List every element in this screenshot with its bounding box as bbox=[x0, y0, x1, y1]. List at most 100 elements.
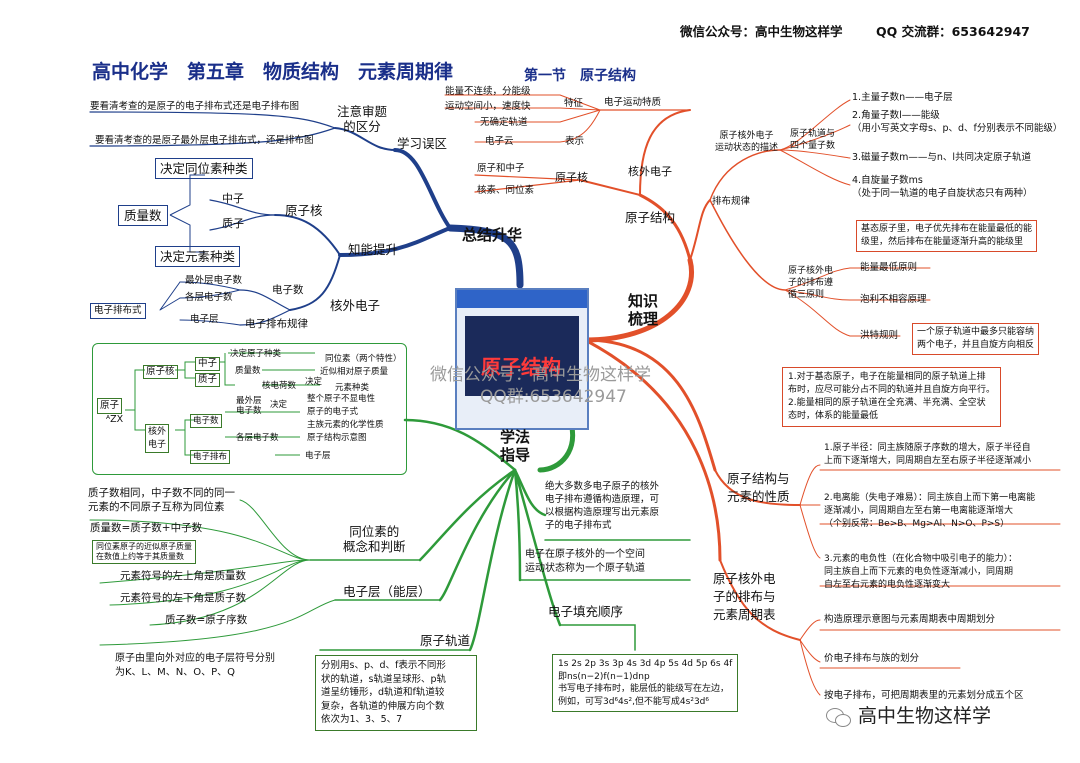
structure-q4: 4.自旋量子数ms （处于同一轨道的电子自旋状态只有两种） bbox=[852, 175, 1033, 199]
structure-hund-note: 一个原子轨道中最多只能容纳 两个电子，并且自旋方向相反 bbox=[912, 323, 1040, 355]
atom-tree-electrons: 核外 电子 bbox=[145, 424, 170, 453]
structure-lowest: 能量最低原则 bbox=[860, 262, 918, 273]
ability-kind: 决定同位素种类 bbox=[155, 158, 253, 179]
calendar-header bbox=[457, 290, 587, 308]
structure-three: 原子核外电 子的排布遵 循三原则 bbox=[788, 266, 834, 300]
atom-tree-diagram: 原子结构示意图 bbox=[307, 433, 367, 443]
structure-represent: 表示 bbox=[565, 136, 585, 147]
study-error-note2: 要看清考查的是原子最外层电子排布式，还是排布图 bbox=[95, 135, 314, 146]
method-note1: 绝大多数多电子原子的核外 电子排布遵循构造原理，可 以根据构造原理写出元素原 子… bbox=[545, 481, 660, 531]
ability-shell: 电子层 bbox=[190, 314, 219, 325]
atom-tree-ecount: 电子数 bbox=[190, 414, 222, 428]
atom-tree-main-prop: 主族元素的化学性质 bbox=[307, 420, 384, 430]
structure-f2: 运动空间小，速度快 bbox=[445, 101, 531, 112]
atom-tree-decide: 决定 bbox=[305, 377, 323, 387]
ability-label: 知能提升 bbox=[348, 242, 399, 257]
ability-neutron: 中子 bbox=[222, 192, 244, 205]
structure-hund-detail: 1.对于基态原子，电子在能量相同的原子轨道上排 布时，应尽可能分占不同的轨道并且… bbox=[782, 367, 1002, 427]
periodic-p3: 按电子排布，可把周期表里的元素划分成五个区 bbox=[824, 690, 1024, 701]
study-error-sub: 注意审题 的区分 bbox=[336, 104, 387, 134]
study-error-note1: 要看清考查的是原子的电子排布式还是电子排布图 bbox=[90, 101, 300, 112]
structure-f4: 电子云 bbox=[485, 136, 514, 147]
fill-label: 电子填充顺序 bbox=[548, 604, 624, 619]
ability-outer-count: 最外层电子数 bbox=[185, 275, 243, 286]
structure-nuc2: 核素、同位素 bbox=[477, 185, 535, 196]
isotope-def: 质子数相同，中子数不同的同一 元素的不同原子互称为同位素 bbox=[88, 487, 235, 513]
atom-tree-box bbox=[92, 343, 407, 475]
branch-method: 学法 指导 bbox=[500, 428, 531, 464]
ability-outer: 核外电子 bbox=[330, 298, 381, 313]
calendar-image bbox=[465, 316, 579, 396]
section-title: 第一节 原子结构 bbox=[524, 68, 636, 84]
element-prop-p2: 2.电离能（失电子难易）：同主族自上而下第一电离能 逐渐减小，同周期自左至右第一… bbox=[824, 493, 1036, 529]
structure-nucleus: 原子核 bbox=[555, 171, 588, 184]
atom-tree-nucleus: 原子核 bbox=[143, 365, 178, 379]
isotope-mass-eq: 质量数=质子数+中子数 bbox=[90, 522, 203, 534]
fill-order: 1s 2s 2p 3s 3p 4s 3d 4p 5s 4d 5p 6s 4f 即… bbox=[552, 654, 739, 712]
branch-summary: 总结升华 bbox=[462, 226, 523, 244]
ability-mass: 质量数 bbox=[118, 205, 168, 226]
atom-tree-shell: 电子层 bbox=[305, 451, 331, 461]
periodic-p2: 价电子排布与族的划分 bbox=[824, 653, 920, 664]
study-error-label: 学习误区 bbox=[397, 136, 448, 151]
element-prop-label: 原子结构与 元素的性质 bbox=[727, 471, 790, 504]
atom-tree-each: 各层电子数 bbox=[236, 433, 279, 443]
atom-tree-arrange: 电子排布 bbox=[190, 450, 231, 464]
ability-rule: 电子排布规律 bbox=[245, 318, 308, 330]
atom-tree-charge: 核电荷数 bbox=[262, 381, 297, 391]
center-calendar: 原子结构 bbox=[455, 288, 589, 430]
isotope-upper-left: 元素符号的左上角是质量数 bbox=[120, 570, 246, 582]
center-label: 原子结构 bbox=[481, 355, 561, 379]
wechat-header: 微信公众号：高中生物这样学 bbox=[680, 24, 843, 39]
isotope-label: 同位素的 概念和判断 bbox=[343, 524, 406, 554]
wechat-icon bbox=[826, 706, 852, 728]
structure-label: 原子结构 bbox=[625, 210, 676, 225]
periodic-p1: 构造原理示意图与元素周期表中周期划分 bbox=[824, 614, 996, 625]
structure-pauli: 泡利不相容原理 bbox=[860, 294, 927, 305]
page-title: 高中化学 第五章 物质结构 元素周期律 bbox=[92, 61, 454, 83]
atom-tree-symbol: ᴬZX bbox=[106, 414, 124, 425]
ability-nucleus: 原子核 bbox=[285, 203, 323, 218]
atom-tree-outermost: 最外层 电子数 bbox=[236, 396, 262, 416]
element-prop-p3: 3.元素的电负性（在化合物中吸引电子的能力）： 同主族自上而下元素的电负性逐渐减… bbox=[824, 554, 1018, 590]
orbital-label: 原子轨道 bbox=[420, 633, 471, 648]
ability-proton: 质子 bbox=[222, 217, 244, 230]
atom-tree-mass: 质量数 bbox=[235, 366, 261, 376]
atom-tree-atom: 原子 bbox=[97, 398, 123, 414]
atom-tree-formula: 原子的电子式 bbox=[307, 407, 359, 417]
structure-motion: 电子运动特质 bbox=[604, 97, 662, 108]
structure-arrange: 排布规律 bbox=[712, 196, 751, 207]
atom-tree-isotope-kind: 决定原子种类 bbox=[230, 349, 282, 359]
structure-q1: 1.主量子数n——电子层 bbox=[852, 92, 953, 103]
structure-orbit4: 原子轨道与 四个量子数 bbox=[790, 129, 836, 151]
ability-config: 电子排布式 bbox=[90, 303, 146, 319]
atom-tree-proton: 质子 bbox=[195, 373, 221, 387]
structure-hund: 洪特规则 bbox=[860, 330, 899, 341]
atom-tree-isotope: 同位素（两个特性） bbox=[325, 354, 402, 364]
orbital-note: 分别用s、p、d、f表示不同形 状的轨道，s轨道呈球形、p轨 道呈纺锤形，d轨道… bbox=[315, 655, 477, 731]
qq-header: QQ 交流群：653642947 bbox=[876, 24, 1030, 39]
isotope-approx-note: 同位素原子的近似原子质量 在数值上约等于其质量数 bbox=[92, 540, 196, 564]
ability-each-count: 各层电子数 bbox=[185, 292, 233, 303]
shell-label: 电子层（能层） bbox=[343, 584, 431, 599]
watermark-qq: QQ群:653642947 bbox=[480, 387, 627, 407]
structure-q3: 3.磁量子数m——与n、l共同决定原子轨道 bbox=[852, 152, 1031, 163]
ability-ecount: 电子数 bbox=[272, 284, 304, 296]
structure-nuc1: 原子和中子 bbox=[477, 163, 525, 174]
ability-elem: 决定元素种类 bbox=[155, 246, 241, 267]
structure-outer: 核外电子 bbox=[628, 165, 672, 178]
structure-state: 原子核外电子 运动状态的描述 bbox=[715, 131, 779, 153]
structure-f1: 能量不连续，分能级 bbox=[445, 86, 531, 97]
isotope-lower-left: 元素符号的左下角是质子数 bbox=[120, 592, 246, 604]
periodic-label: 原子核外电 子的排布与 元素周期表 bbox=[713, 571, 776, 622]
isotope-proton-eq: 质子数=原子序数 bbox=[165, 614, 248, 626]
structure-f3: 无确定轨道 bbox=[480, 117, 528, 128]
branch-knowledge: 知识 梳理 bbox=[628, 292, 659, 328]
atom-tree-neutron: 中子 bbox=[195, 357, 221, 371]
structure-q2: 2.角量子数l——能级 （用小写英文字母s、p、d、f分别表示不同能级） bbox=[852, 110, 1063, 134]
method-note2: 电子在原子核外的一个空间 运动状态称为一个原子轨道 bbox=[525, 549, 645, 574]
atom-tree-whole: 整个原子不显电性 bbox=[307, 394, 376, 404]
element-prop-p1: 1.原子半径：同主族随原子序数的增大，原子半径自 上而下逐渐增大，同周期自左至右… bbox=[824, 443, 1032, 466]
structure-feature: 特征 bbox=[564, 98, 584, 109]
